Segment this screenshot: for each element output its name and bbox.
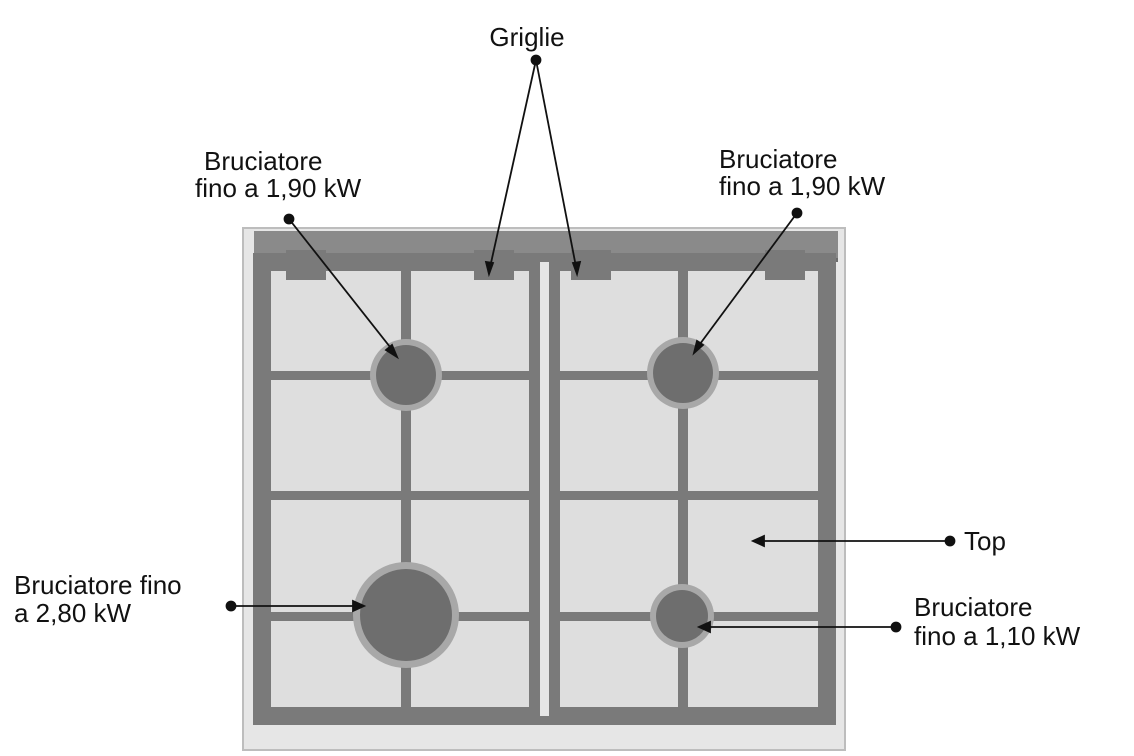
grate-gap bbox=[540, 262, 549, 716]
label-burner-bottom-right: Bruciatore fino a 1,10 kW bbox=[914, 592, 1081, 651]
leader-dot-burner-top-right bbox=[791, 207, 803, 219]
label-burner-bottom-left-line2: a 2,80 kW bbox=[14, 598, 132, 628]
label-burner-top-left: Bruciatore fino a 1,90 kW bbox=[195, 146, 362, 203]
arrowhead-burner-bottom-right bbox=[696, 620, 711, 634]
label-burner-top-left-line2: fino a 1,90 kW bbox=[195, 173, 362, 203]
arrowhead-grates-left bbox=[484, 260, 495, 278]
label-burner-top-right: Bruciatore fino a 1,90 kW bbox=[719, 144, 886, 201]
leader-burner-top-right bbox=[696, 212, 798, 349]
label-burner-top-right-line1: Bruciatore bbox=[719, 144, 838, 174]
burner-bottom-right bbox=[650, 584, 714, 648]
leader-burner-top-left bbox=[288, 218, 395, 353]
leader-dot-burner-bottom-right bbox=[890, 621, 902, 633]
burner-top-left bbox=[370, 339, 442, 411]
label-burner-bottom-right-line1: Bruciatore bbox=[914, 592, 1033, 622]
arrowhead-burner-top-left bbox=[384, 343, 399, 360]
label-grates: Griglie bbox=[489, 22, 564, 52]
label-burner-bottom-left-line1: Bruciatore fino bbox=[14, 570, 182, 600]
leader-grates-left bbox=[488, 59, 537, 273]
label-burner-bottom-right-line2: fino a 1,10 kW bbox=[914, 621, 1081, 651]
label-burner-bottom-left: Bruciatore fino a 2,80 kW bbox=[14, 570, 189, 628]
leader-grates-right bbox=[535, 59, 578, 273]
leader-dot-grates bbox=[530, 54, 542, 66]
arrowhead-burner-top-right bbox=[692, 339, 705, 356]
label-burner-top-left-line1: Bruciatore bbox=[204, 146, 323, 176]
arrowhead-top bbox=[750, 534, 765, 548]
burner-top-right bbox=[647, 337, 719, 409]
leader-dot-burner-top-left bbox=[283, 213, 295, 225]
burner-bottom-left bbox=[353, 562, 459, 668]
arrowhead-grates-right bbox=[571, 260, 582, 278]
leader-dot-burner-bottom-left bbox=[225, 600, 237, 612]
label-top: Top bbox=[964, 526, 1006, 556]
arrowhead-burner-bottom-left bbox=[352, 599, 367, 613]
leader-dot-top bbox=[944, 535, 956, 547]
label-burner-top-right-line2: fino a 1,90 kW bbox=[719, 171, 886, 201]
